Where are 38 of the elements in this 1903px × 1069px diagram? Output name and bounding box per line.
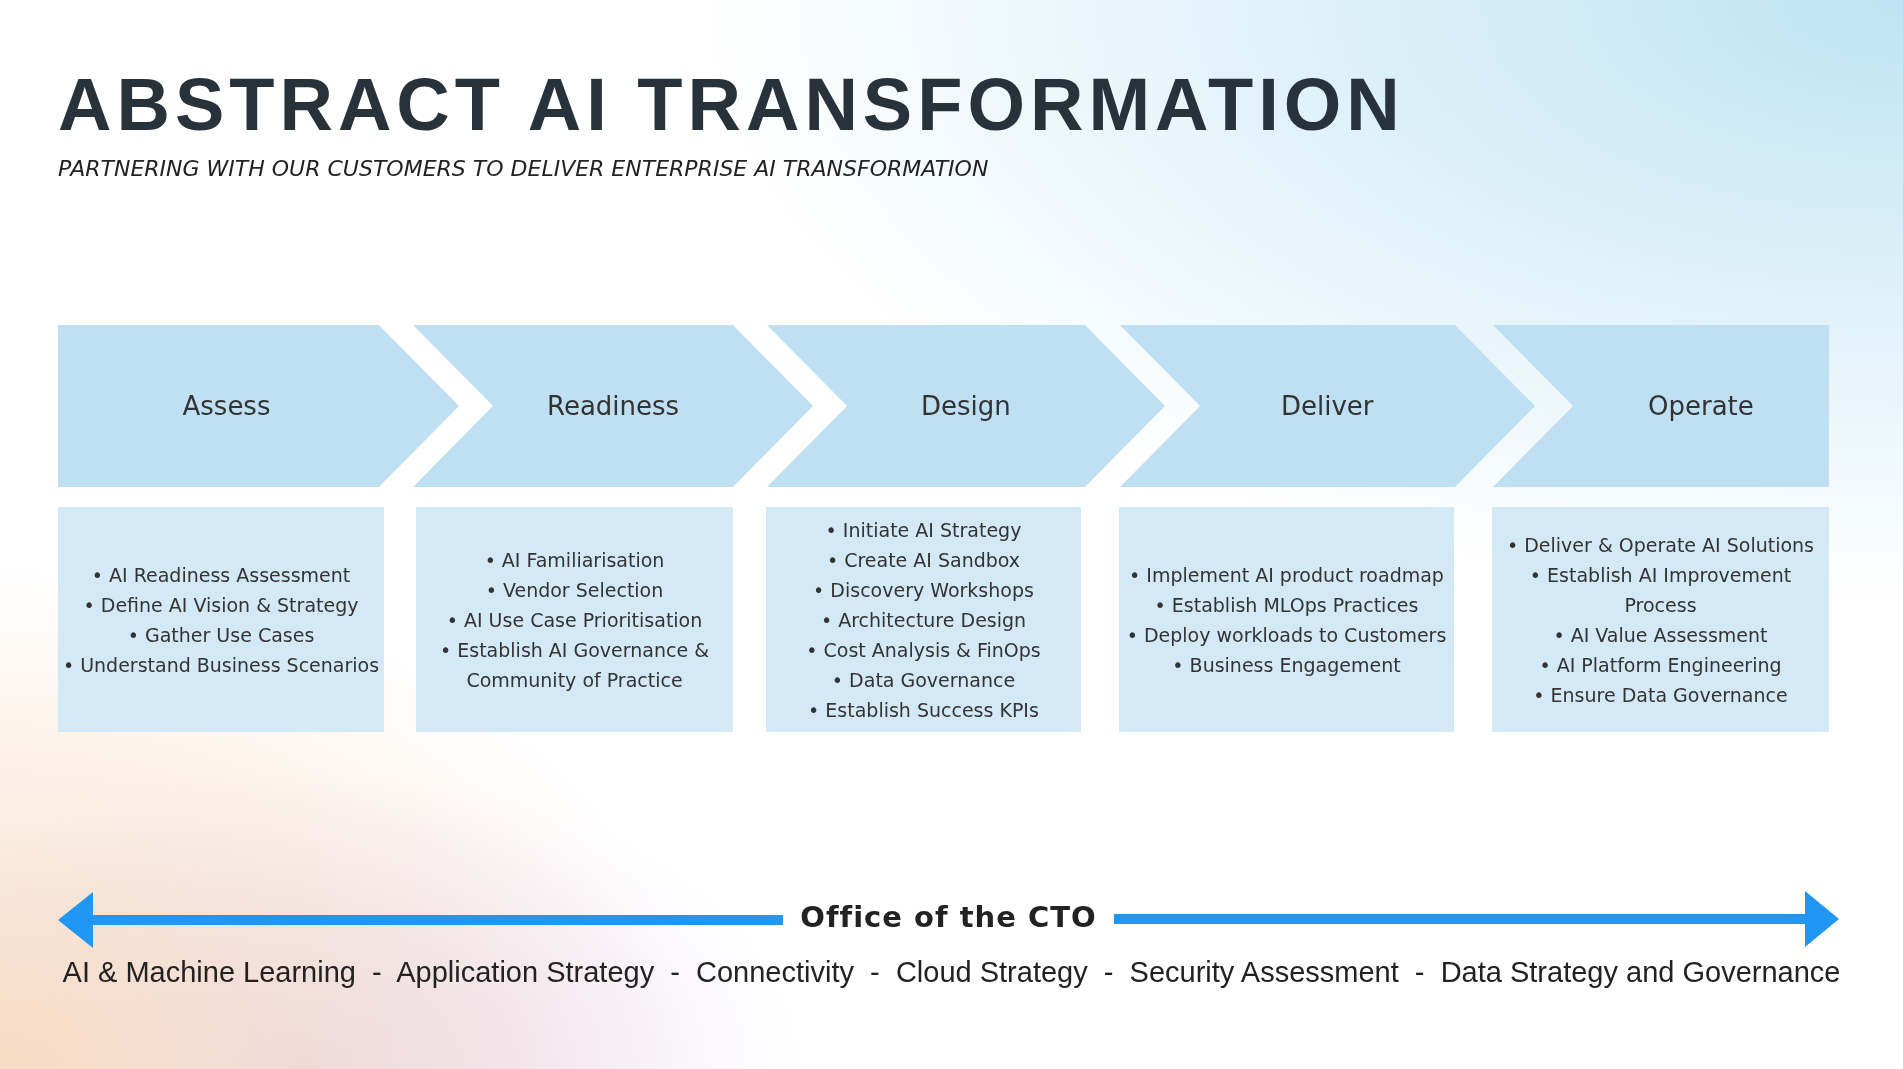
bullet-item: • Establish MLOps Practices: [1153, 592, 1420, 618]
bullet-item: • Vendor Selection: [484, 577, 665, 603]
bullet-item: • Understand Business Scenarios: [62, 652, 380, 678]
title: ABSTRACT AI TRANSFORMATION: [58, 62, 1405, 147]
stage-label: Readiness: [547, 391, 680, 421]
bullet-item: • Gather Use Cases: [126, 622, 316, 648]
bullet-item: • Define AI Vision & Strategy: [82, 592, 360, 618]
activity-panel: [416, 507, 733, 732]
stage-label: Design: [921, 391, 1011, 421]
bullet-item: • Create AI Sandbox: [825, 547, 1022, 573]
bullet-item: • AI Value Assessment: [1552, 622, 1769, 648]
stage-label: Assess: [182, 391, 271, 421]
bullet-item: • Deliver & Operate AI Solutions: [1505, 532, 1815, 558]
activity-panel: [58, 507, 384, 732]
subtitle: PARTNERING WITH OUR CUSTOMERS TO DELIVER ENTERPRISE AI TRANSFORMATION: [58, 156, 989, 181]
bullet-item: • Deploy workloads to Customers: [1126, 622, 1447, 648]
bullet-item: • Initiate AI Strategy: [824, 517, 1023, 543]
bullet-item: • Establish Success KPIs: [807, 697, 1040, 723]
bullet-item: • Data Governance: [830, 667, 1017, 693]
bullet-item: • Discovery Workshops: [812, 577, 1035, 603]
activity-panel: [1492, 507, 1829, 732]
bullet-item: • Business Engagement: [1171, 652, 1402, 678]
activity-panel: [766, 507, 1081, 732]
bullet-item: • AI Platform Engineering: [1538, 652, 1783, 678]
arrow-label: Office of the CTO: [799, 900, 1098, 934]
stage-label: Operate: [1648, 391, 1754, 421]
stage-label: Deliver: [1281, 391, 1374, 421]
bullet-item: • Implement AI product roadmap: [1128, 562, 1445, 588]
capability-list: AI & Machine Learning - Application Strategy - Connectivity - Cloud Strategy - Security Assessment - Data Strategy and Governance: [40, 956, 1863, 989]
bullet-item: • AI Familiarisation: [483, 547, 666, 573]
activity-panel: [1119, 507, 1454, 732]
bullet-item: • Establish AI Governance & Community of Practice: [439, 637, 710, 693]
bullet-item: • AI Readiness Assessment: [90, 562, 352, 588]
bullet-item: • Ensure Data Governance: [1532, 682, 1789, 708]
bullet-item: • Establish AI Improvement Process: [1528, 562, 1793, 618]
bullet-item: • AI Use Case Prioritisation: [445, 607, 704, 633]
bullet-item: • Architecture Design: [819, 607, 1028, 633]
bullet-item: • Cost Analysis & FinOps: [806, 637, 1041, 663]
